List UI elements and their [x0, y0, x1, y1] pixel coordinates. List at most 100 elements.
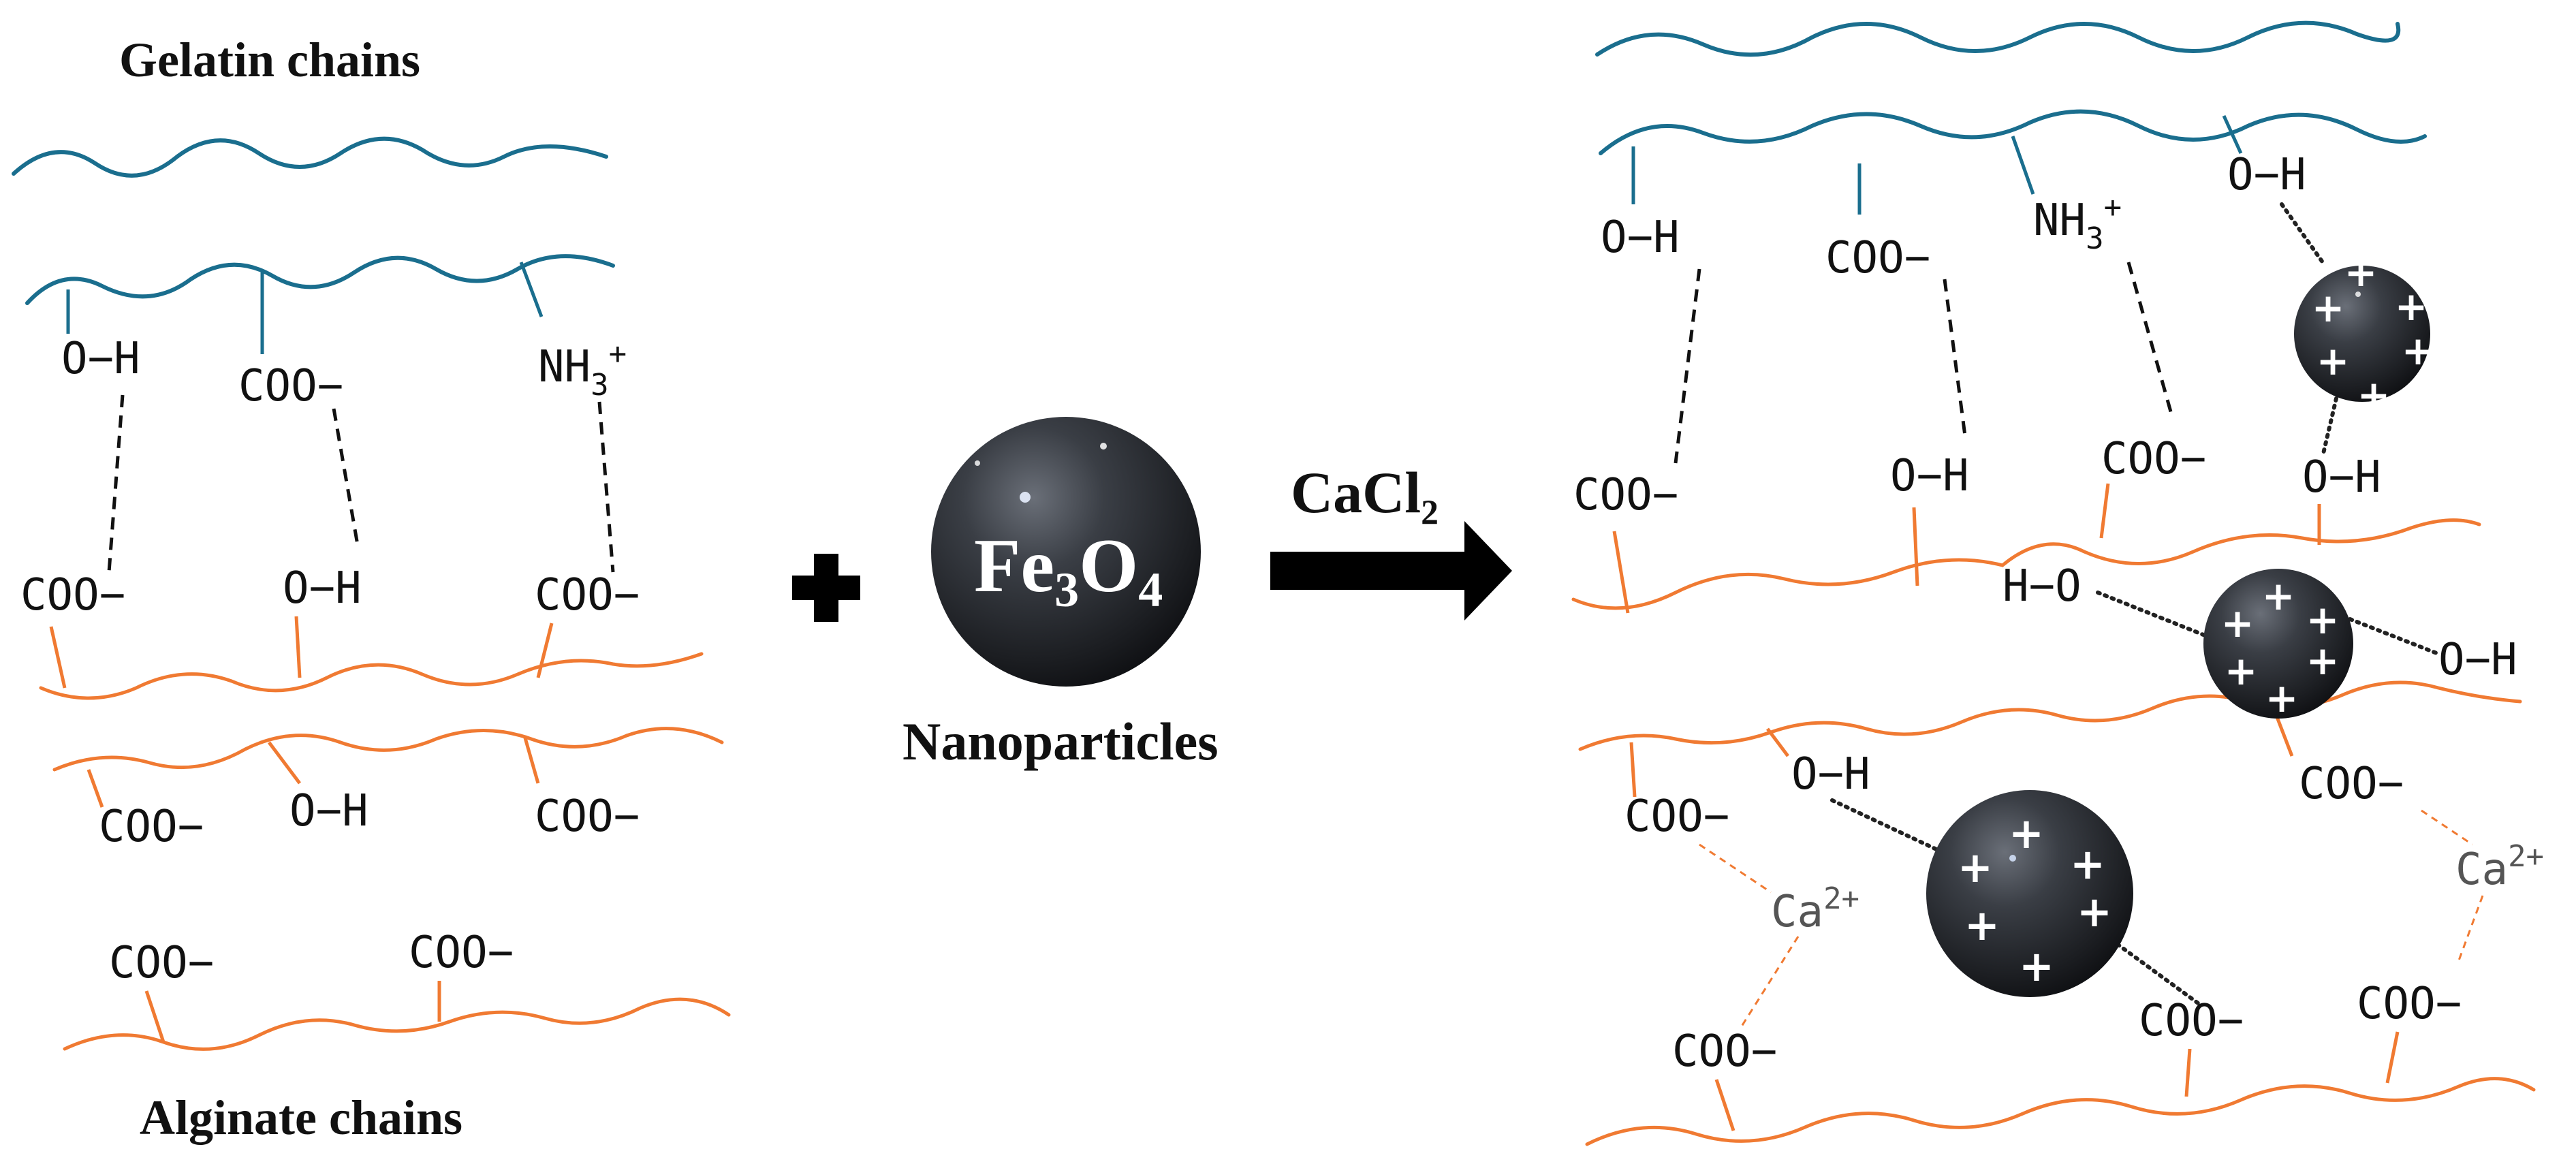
electrostatic-interaction: [2280, 202, 2325, 264]
electrostatic-interaction: [1830, 798, 1950, 857]
alginate-side-chain: [2184, 1048, 2192, 1097]
electrostatic-interaction: [2109, 938, 2202, 1007]
oh-group: O−H: [283, 563, 362, 614]
alginate-side-chain: [268, 741, 301, 785]
alginate-side-chain: [144, 990, 166, 1043]
coo-group: COO−: [535, 791, 640, 842]
gelatin-chains-title: Gelatin chains: [119, 33, 420, 87]
svg-text:+: +: [2312, 285, 2345, 331]
hydrogen-bond: [1674, 268, 1701, 464]
plus-icon: [792, 554, 860, 622]
alginate-side-chain: [2385, 1031, 2400, 1084]
oh-group: O−H: [1890, 451, 1969, 501]
alginate-side-chain: [1766, 727, 1789, 757]
svg-text:+: +: [2306, 597, 2340, 643]
alginate-side-chain: [536, 623, 554, 678]
svg-text:+: +: [2265, 675, 2299, 721]
svg-text:+: +: [2357, 372, 2391, 418]
alginate-side-chain: [2099, 483, 2110, 539]
charged-particle: + + + + + +: [2294, 249, 2434, 418]
svg-text:+: +: [2316, 338, 2350, 384]
oh-group: O−H: [1791, 749, 1870, 800]
alginate-side-chain: [1912, 507, 1919, 586]
fe3o4-label: Fe3O4: [974, 524, 1163, 617]
svg-text:+: +: [2402, 328, 2435, 374]
alginate-chain-right-1: [1571, 518, 2481, 610]
charged-particle: + + + + + +: [2203, 569, 2353, 721]
coo-group: COO−: [99, 802, 204, 852]
ho-group: H−O: [2002, 561, 2082, 612]
oh-group: O−H: [2227, 150, 2306, 200]
gelatin-chain-left-2: [25, 254, 615, 305]
coo-group: COO−: [409, 928, 514, 978]
coo-group: COO−: [2357, 979, 2462, 1029]
gelatin-side-chain: [2011, 136, 2035, 195]
alginate-side-chain: [1612, 531, 1630, 614]
alginate-chains-title: Alginate chains: [140, 1090, 462, 1145]
hydrogen-bond: [2126, 262, 2175, 420]
oh-group: O−H: [1601, 213, 1680, 263]
svg-text:+: +: [2077, 887, 2112, 937]
gelatin-chain-left-1: [12, 136, 608, 178]
cacl2-label: CaCl₂: [1291, 460, 1439, 525]
hydrogen-bond: [1943, 279, 1967, 437]
svg-text:+: +: [2225, 648, 2258, 694]
calcium-ion: Ca2+: [1771, 881, 1859, 937]
coo-group: COO−: [2101, 434, 2206, 484]
electrostatic-interaction: [2321, 396, 2338, 458]
electrostatic-interaction: [2341, 614, 2440, 656]
alginate-side-chain: [522, 735, 540, 784]
alginate-side-chain: [87, 769, 104, 808]
hydrogen-bond: [332, 408, 360, 546]
svg-text:+: +: [1958, 843, 1993, 892]
alginate-side-chain: [294, 616, 302, 678]
hydrogen-bond: [107, 394, 125, 573]
gelatin-side-chain: [2222, 114, 2243, 155]
right-arrow-icon: [1270, 521, 1512, 620]
svg-text:+: +: [1964, 900, 2000, 950]
ionic-bond: [2457, 895, 2484, 961]
ionic-bond: [1699, 843, 1772, 894]
oh-group: O−H: [2302, 452, 2381, 503]
oh-group: O−H: [2438, 635, 2517, 685]
svg-text:+: +: [2221, 600, 2255, 646]
alginate-side-chain: [49, 626, 67, 689]
nanoparticles-label: Nanoparticles: [902, 712, 1219, 771]
svg-text:+: +: [2262, 573, 2295, 619]
coo-group: COO−: [238, 361, 343, 411]
coo-group: COO−: [109, 938, 214, 988]
charged-particle: + + + + + +: [1926, 790, 2133, 997]
electrostatic-interaction: [2096, 591, 2219, 642]
coo-group: COO−: [1573, 470, 1678, 520]
svg-text:+: +: [2395, 283, 2428, 330]
svg-text:+: +: [2070, 839, 2105, 889]
nh3-group: NH3+: [2033, 190, 2122, 256]
coo-group: COO−: [2139, 996, 2244, 1046]
coo-group: COO−: [20, 570, 125, 620]
alginate-chain-left-1: [39, 652, 704, 700]
gelatin-chain-right-2: [1599, 109, 2427, 155]
ionic-bond: [1739, 936, 1800, 1029]
coo-group: COO−: [1825, 233, 1930, 283]
alginate-chain-right-3: [1585, 1077, 2536, 1146]
svg-text:+: +: [2019, 941, 2054, 991]
hydrogen-bond: [597, 401, 615, 573]
gelatin-side-chain: [519, 262, 544, 317]
alginate-side-chain: [2273, 711, 2294, 757]
nh3-group: NH3+: [538, 336, 627, 403]
fe3o4-sphere-icon: Fe3O4: [931, 417, 1201, 687]
gelatin-chain-right-1: [1595, 20, 2401, 57]
alginate-side-chain: [1629, 742, 1637, 798]
ionic-bond: [2421, 809, 2473, 846]
coo-group: COO−: [535, 570, 640, 620]
alginate-chain-right-2: [1578, 680, 2522, 751]
alginate-side-chain: [1714, 1079, 1735, 1131]
svg-text:+: +: [2344, 249, 2378, 296]
svg-text:+: +: [2306, 638, 2340, 684]
alginate-chain-left-2: [52, 727, 724, 772]
coo-group: COO−: [2299, 759, 2404, 809]
alginate-chain-left-3: [63, 997, 731, 1051]
oh-group: O−H: [289, 786, 368, 836]
calcium-ion: Ca2+: [2455, 839, 2544, 895]
